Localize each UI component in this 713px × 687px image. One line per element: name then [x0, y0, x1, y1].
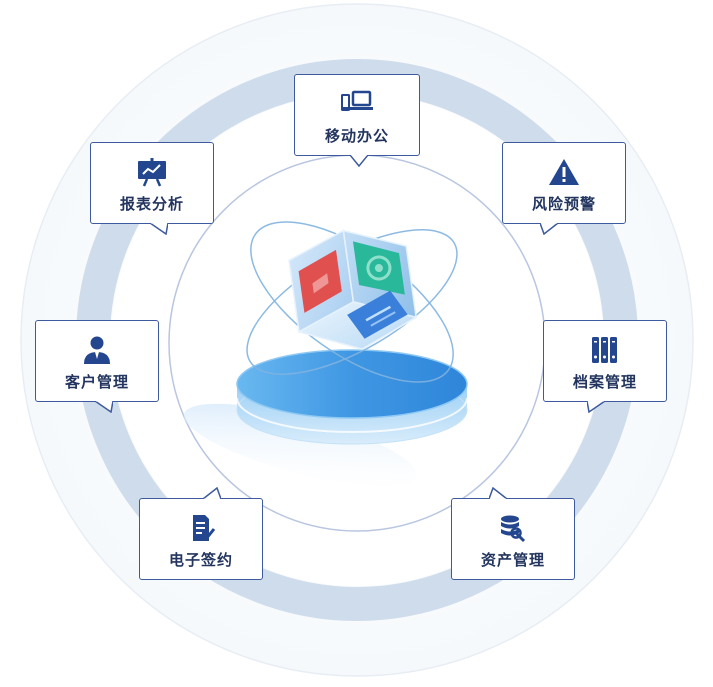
cube-red-tile: [298, 249, 342, 313]
module-card-archive-management[interactable]: 档案管理: [543, 320, 667, 402]
module-label: 移动办公: [324, 127, 389, 145]
cube-blue-tile: [347, 290, 408, 339]
module-card-asset-management[interactable]: 资产管理: [451, 498, 575, 580]
callout-tail: [350, 155, 368, 167]
module-label: 客户管理: [64, 373, 129, 391]
presentation-chart-icon: [138, 158, 166, 187]
platform: [236, 349, 468, 445]
cube-green-tile: [352, 241, 405, 295]
callout-tail: [203, 487, 221, 499]
callout-tail: [540, 223, 558, 235]
user-icon: [84, 336, 110, 364]
warning-icon: [549, 159, 579, 185]
callout-tail: [489, 487, 507, 499]
module-card-risk-warning[interactable]: 风险预警: [502, 142, 626, 224]
callout-tail: [150, 223, 168, 235]
module-label: 风险预警: [531, 195, 596, 213]
devices-icon: [341, 90, 373, 111]
document-pen-icon: [193, 515, 216, 541]
module-label: 资产管理: [480, 551, 545, 569]
module-card-e-signature[interactable]: 电子签约: [139, 498, 263, 580]
module-label: 档案管理: [572, 373, 637, 391]
module-card-customer-management[interactable]: 客户管理: [35, 320, 159, 402]
platform-glow: [183, 403, 417, 487]
callout-tail: [95, 401, 113, 413]
binders-icon: [592, 337, 617, 363]
module-label: 电子签约: [168, 551, 233, 569]
callout-tail: [587, 401, 605, 413]
module-label: 报表分析: [119, 195, 184, 213]
module-card-report-analysis[interactable]: 报表分析: [90, 142, 214, 224]
cube: [288, 229, 419, 350]
database-wrench-icon: [501, 515, 526, 543]
module-card-mobile-office[interactable]: 移动办公: [294, 74, 420, 156]
